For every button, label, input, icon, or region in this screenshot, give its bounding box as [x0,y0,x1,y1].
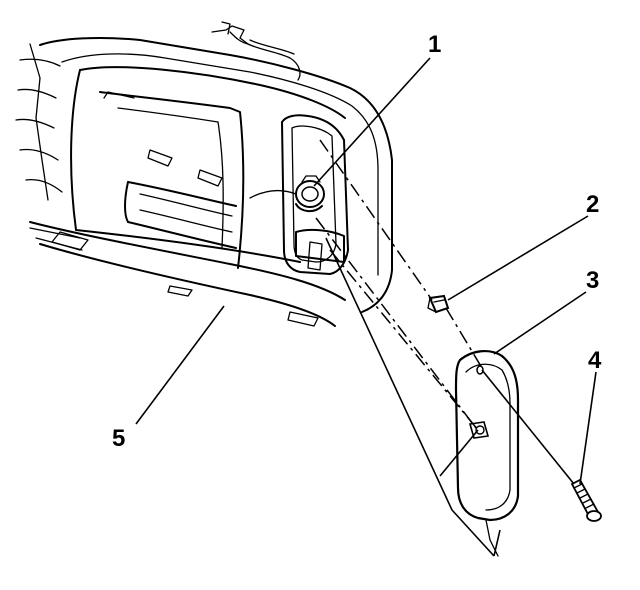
alignment-lines [315,139,575,557]
callout-2: 2 [586,191,599,218]
callout-4: 4 [588,347,602,374]
callout-3: 3 [586,267,599,294]
screw [570,478,602,522]
leader-lines [135,57,597,485]
clip-nut [427,294,450,314]
grille-housing [15,36,393,327]
bulb-socket [249,175,325,212]
callout-5: 5 [112,425,125,452]
callout-1: 1 [428,31,441,58]
wiring-harness [211,21,301,81]
